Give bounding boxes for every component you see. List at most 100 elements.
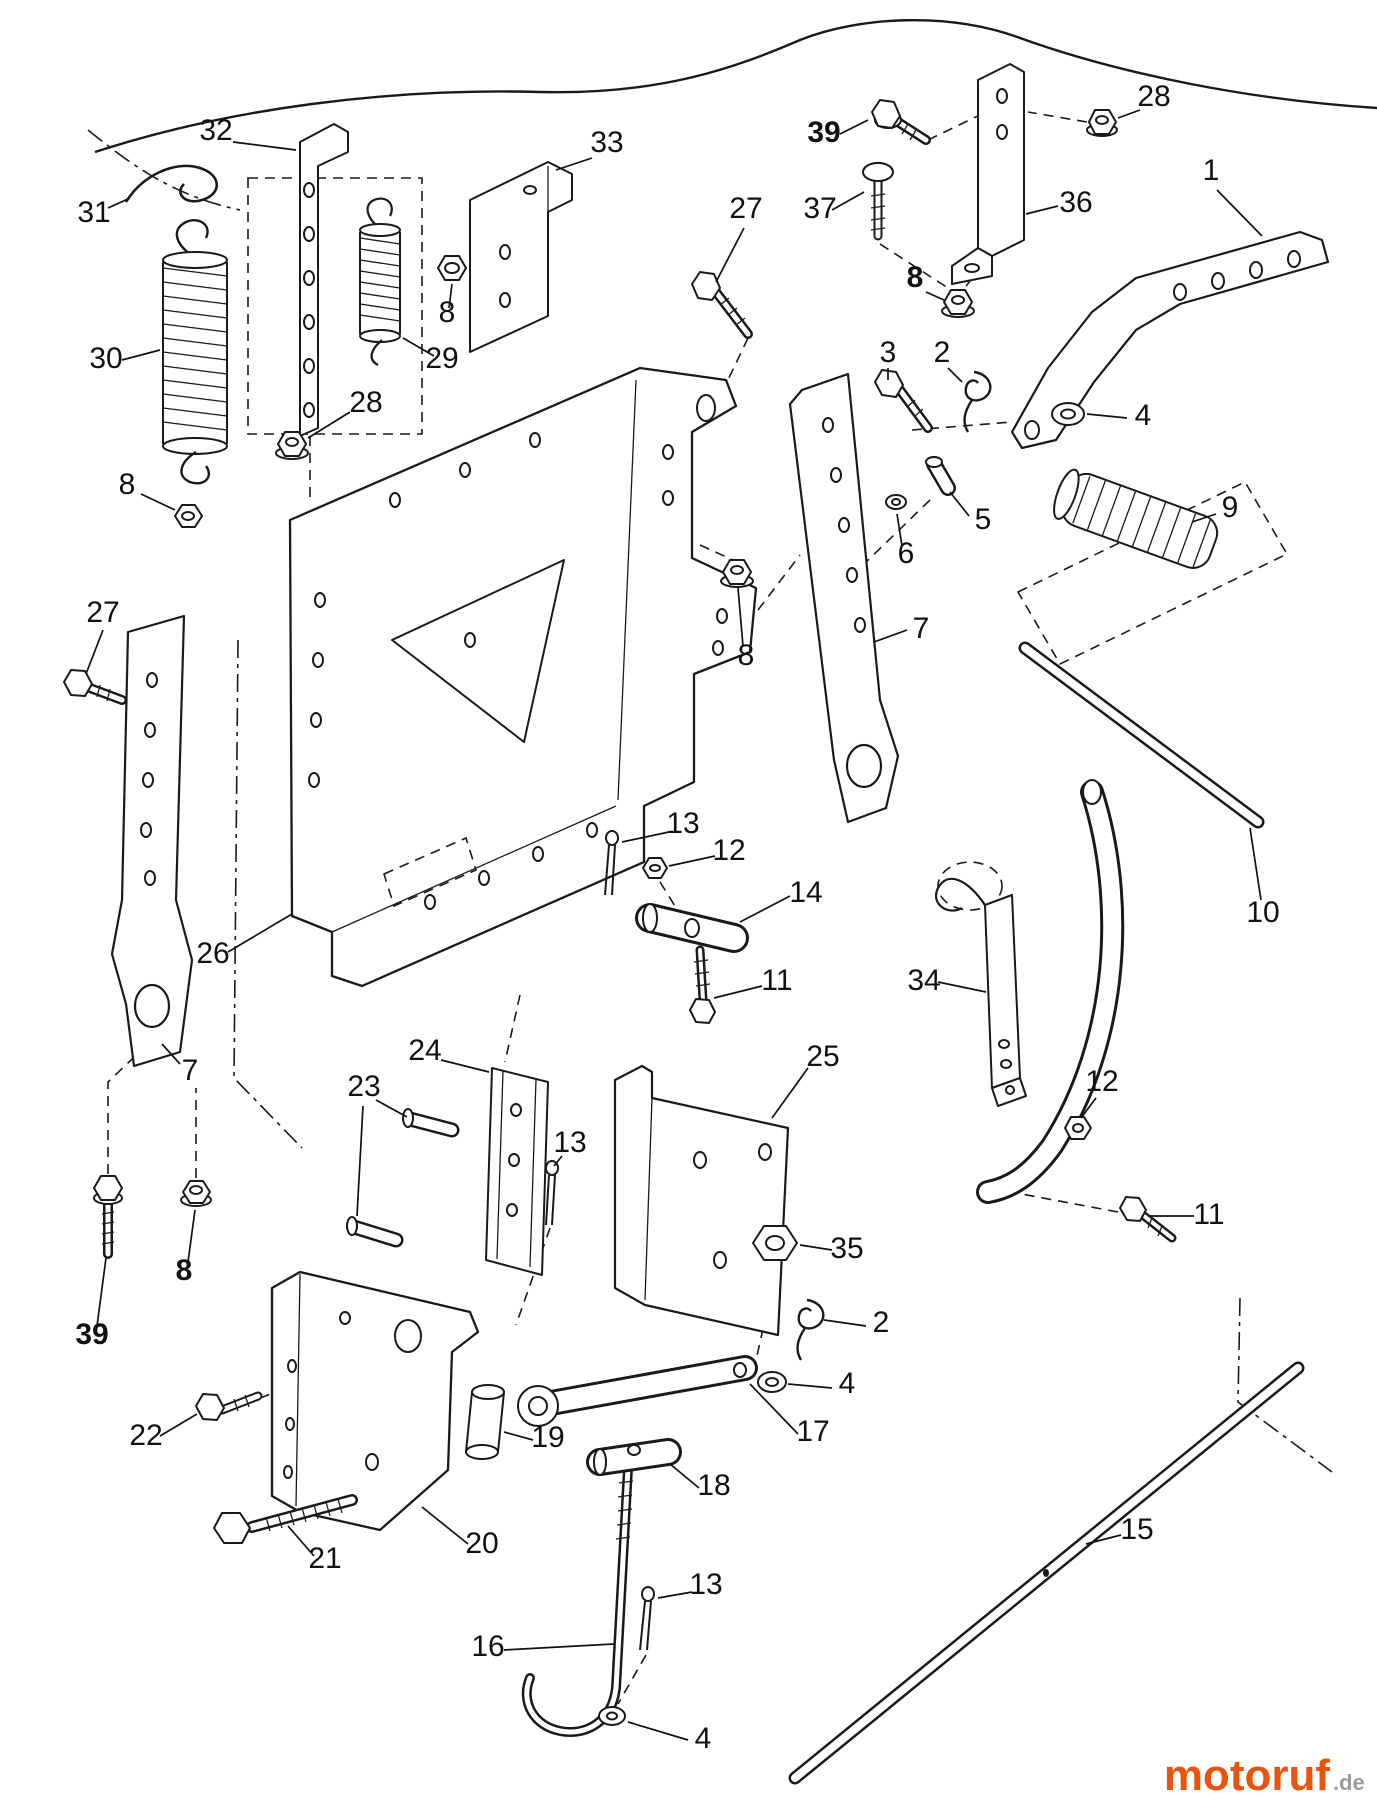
callout-26: 26: [196, 913, 293, 970]
part-33-bracket: [469, 161, 573, 353]
callout-35-label: 35: [830, 1232, 863, 1265]
callout-18: 18: [669, 1463, 731, 1502]
part-30-extension-spring: [162, 219, 228, 485]
callout-32: 32: [199, 114, 297, 151]
watermark-suffix: .de: [1333, 1770, 1365, 1795]
part-7-strap-left: [110, 614, 194, 1068]
part-13-cotter-center: [604, 830, 619, 896]
callout-3-label: 3: [880, 336, 897, 369]
part-36-bracket: [951, 63, 1025, 285]
callout-3: 3: [880, 336, 897, 380]
callout-2-lower: 2: [823, 1306, 889, 1339]
callout-32-label: 32: [199, 114, 232, 147]
callout-25: 25: [771, 1040, 840, 1119]
callout-9-label: 9: [1222, 491, 1239, 524]
callout-20: 20: [421, 1506, 499, 1560]
part-13-cotter-bottom: [639, 1586, 655, 1651]
callout-5-label: 5: [975, 503, 992, 536]
callout-30-label: 30: [89, 342, 122, 375]
part-8-flange-nut-top-right: [941, 289, 975, 318]
callout-13-label: 13: [553, 1126, 586, 1159]
callout-21-label: 21: [308, 1542, 341, 1575]
callout-4-lower: 4: [787, 1367, 856, 1400]
handlebar-tube: [976, 779, 1125, 1204]
callout-20-label: 20: [465, 1527, 498, 1560]
part-26-main-plate: [288, 366, 758, 988]
callout-29-label: 29: [425, 342, 458, 375]
callout-4-top: 4: [1086, 399, 1152, 432]
part-27-bolt-top: [691, 271, 753, 339]
part-8-nut-left: [174, 504, 203, 528]
callout-8-center: 8: [737, 587, 755, 672]
callout-1-label: 1: [1203, 154, 1220, 187]
callout-12-center: 12: [668, 834, 746, 867]
part-5-spacer: [925, 456, 956, 496]
part-9-grip: [1053, 468, 1219, 569]
part-10-rod: [1018, 641, 1265, 829]
watermark: motoruf .de: [1164, 1751, 1365, 1800]
part-19-spacer-tube: [465, 1384, 505, 1460]
part-32-bracket: [299, 123, 349, 437]
callout-13-bottom: 13: [657, 1568, 723, 1601]
callout-1: 1: [1203, 154, 1263, 237]
callout-14: 14: [739, 876, 823, 923]
callout-29: 29: [402, 337, 459, 375]
callout-4-label: 4: [839, 1367, 856, 1400]
part-8-flange-nut-bottom: [180, 1180, 212, 1207]
callout-24-label: 24: [408, 1034, 441, 1067]
callout-17: 17: [749, 1383, 830, 1448]
part-21-bolt: [213, 1494, 358, 1544]
part-4-washer-bottom: [598, 1706, 626, 1726]
part-28-flange-nut-right: [1086, 109, 1118, 137]
callout-15: 15: [1085, 1513, 1154, 1546]
callout-7-left: 7: [161, 1043, 198, 1087]
callout-8-label: 8: [738, 639, 755, 672]
callout-21: 21: [287, 1525, 342, 1575]
callout-2-label: 2: [934, 336, 951, 369]
part-12-nut-center: [642, 857, 668, 879]
callout-8-label: 8: [119, 468, 136, 501]
callout-28-label: 28: [349, 386, 382, 419]
part-24-plate: [485, 1067, 549, 1276]
callout-8-label: 8: [439, 296, 456, 329]
part-2-hairpin-lower: [796, 1298, 825, 1361]
callout-8-left: 8: [119, 468, 176, 511]
callout-28-left: 28: [307, 386, 383, 439]
callouts: 31 32 30 29 33 8 28 27 39 37 36 28 8 1 3…: [75, 80, 1279, 1755]
part-39-bolt-bottom: [93, 1175, 123, 1259]
callout-11-label: 11: [1193, 1198, 1224, 1231]
callout-17-label: 17: [796, 1415, 829, 1448]
callout-19: 19: [503, 1421, 565, 1454]
part-29-extension-spring: [359, 197, 401, 366]
callout-30: 30: [89, 342, 161, 375]
part-8-nut-under-33: [437, 255, 467, 281]
part-2-hairpin-top: [963, 370, 992, 433]
callout-13-center: 13: [621, 807, 700, 843]
callout-13-mid: 13: [553, 1126, 587, 1167]
callout-8-label: 8: [907, 261, 924, 294]
callout-36: 36: [1025, 186, 1093, 219]
part-1-lift-handle: [1010, 230, 1330, 450]
part-4-washer-lower: [757, 1371, 787, 1393]
part-25-bracket: [613, 1064, 790, 1337]
callout-28-label: 28: [1137, 80, 1170, 113]
callout-31-label: 31: [77, 196, 110, 229]
part-11-bolt-right: [1119, 1196, 1177, 1243]
callout-8-under-33: 8: [439, 283, 456, 329]
callout-4-label: 4: [1135, 399, 1152, 432]
part-13-cotter-mid: [545, 1160, 559, 1226]
callout-7-right: 7: [873, 612, 929, 645]
machine-outline: [87, 19, 1377, 211]
part-7-strap-right: [788, 372, 900, 824]
callout-39-label: 39: [75, 1318, 108, 1351]
callout-27-label: 27: [86, 596, 119, 629]
part-28-flange-nut-left: [275, 431, 309, 460]
callout-15-label: 15: [1120, 1513, 1153, 1546]
part-31-hairpin-cotter: [124, 164, 219, 203]
callout-13-label: 13: [666, 807, 699, 840]
callout-28-right: 28: [1117, 80, 1171, 119]
callout-22: 22: [129, 1413, 198, 1452]
callout-18-label: 18: [697, 1469, 730, 1502]
callout-25-label: 25: [806, 1040, 839, 1073]
